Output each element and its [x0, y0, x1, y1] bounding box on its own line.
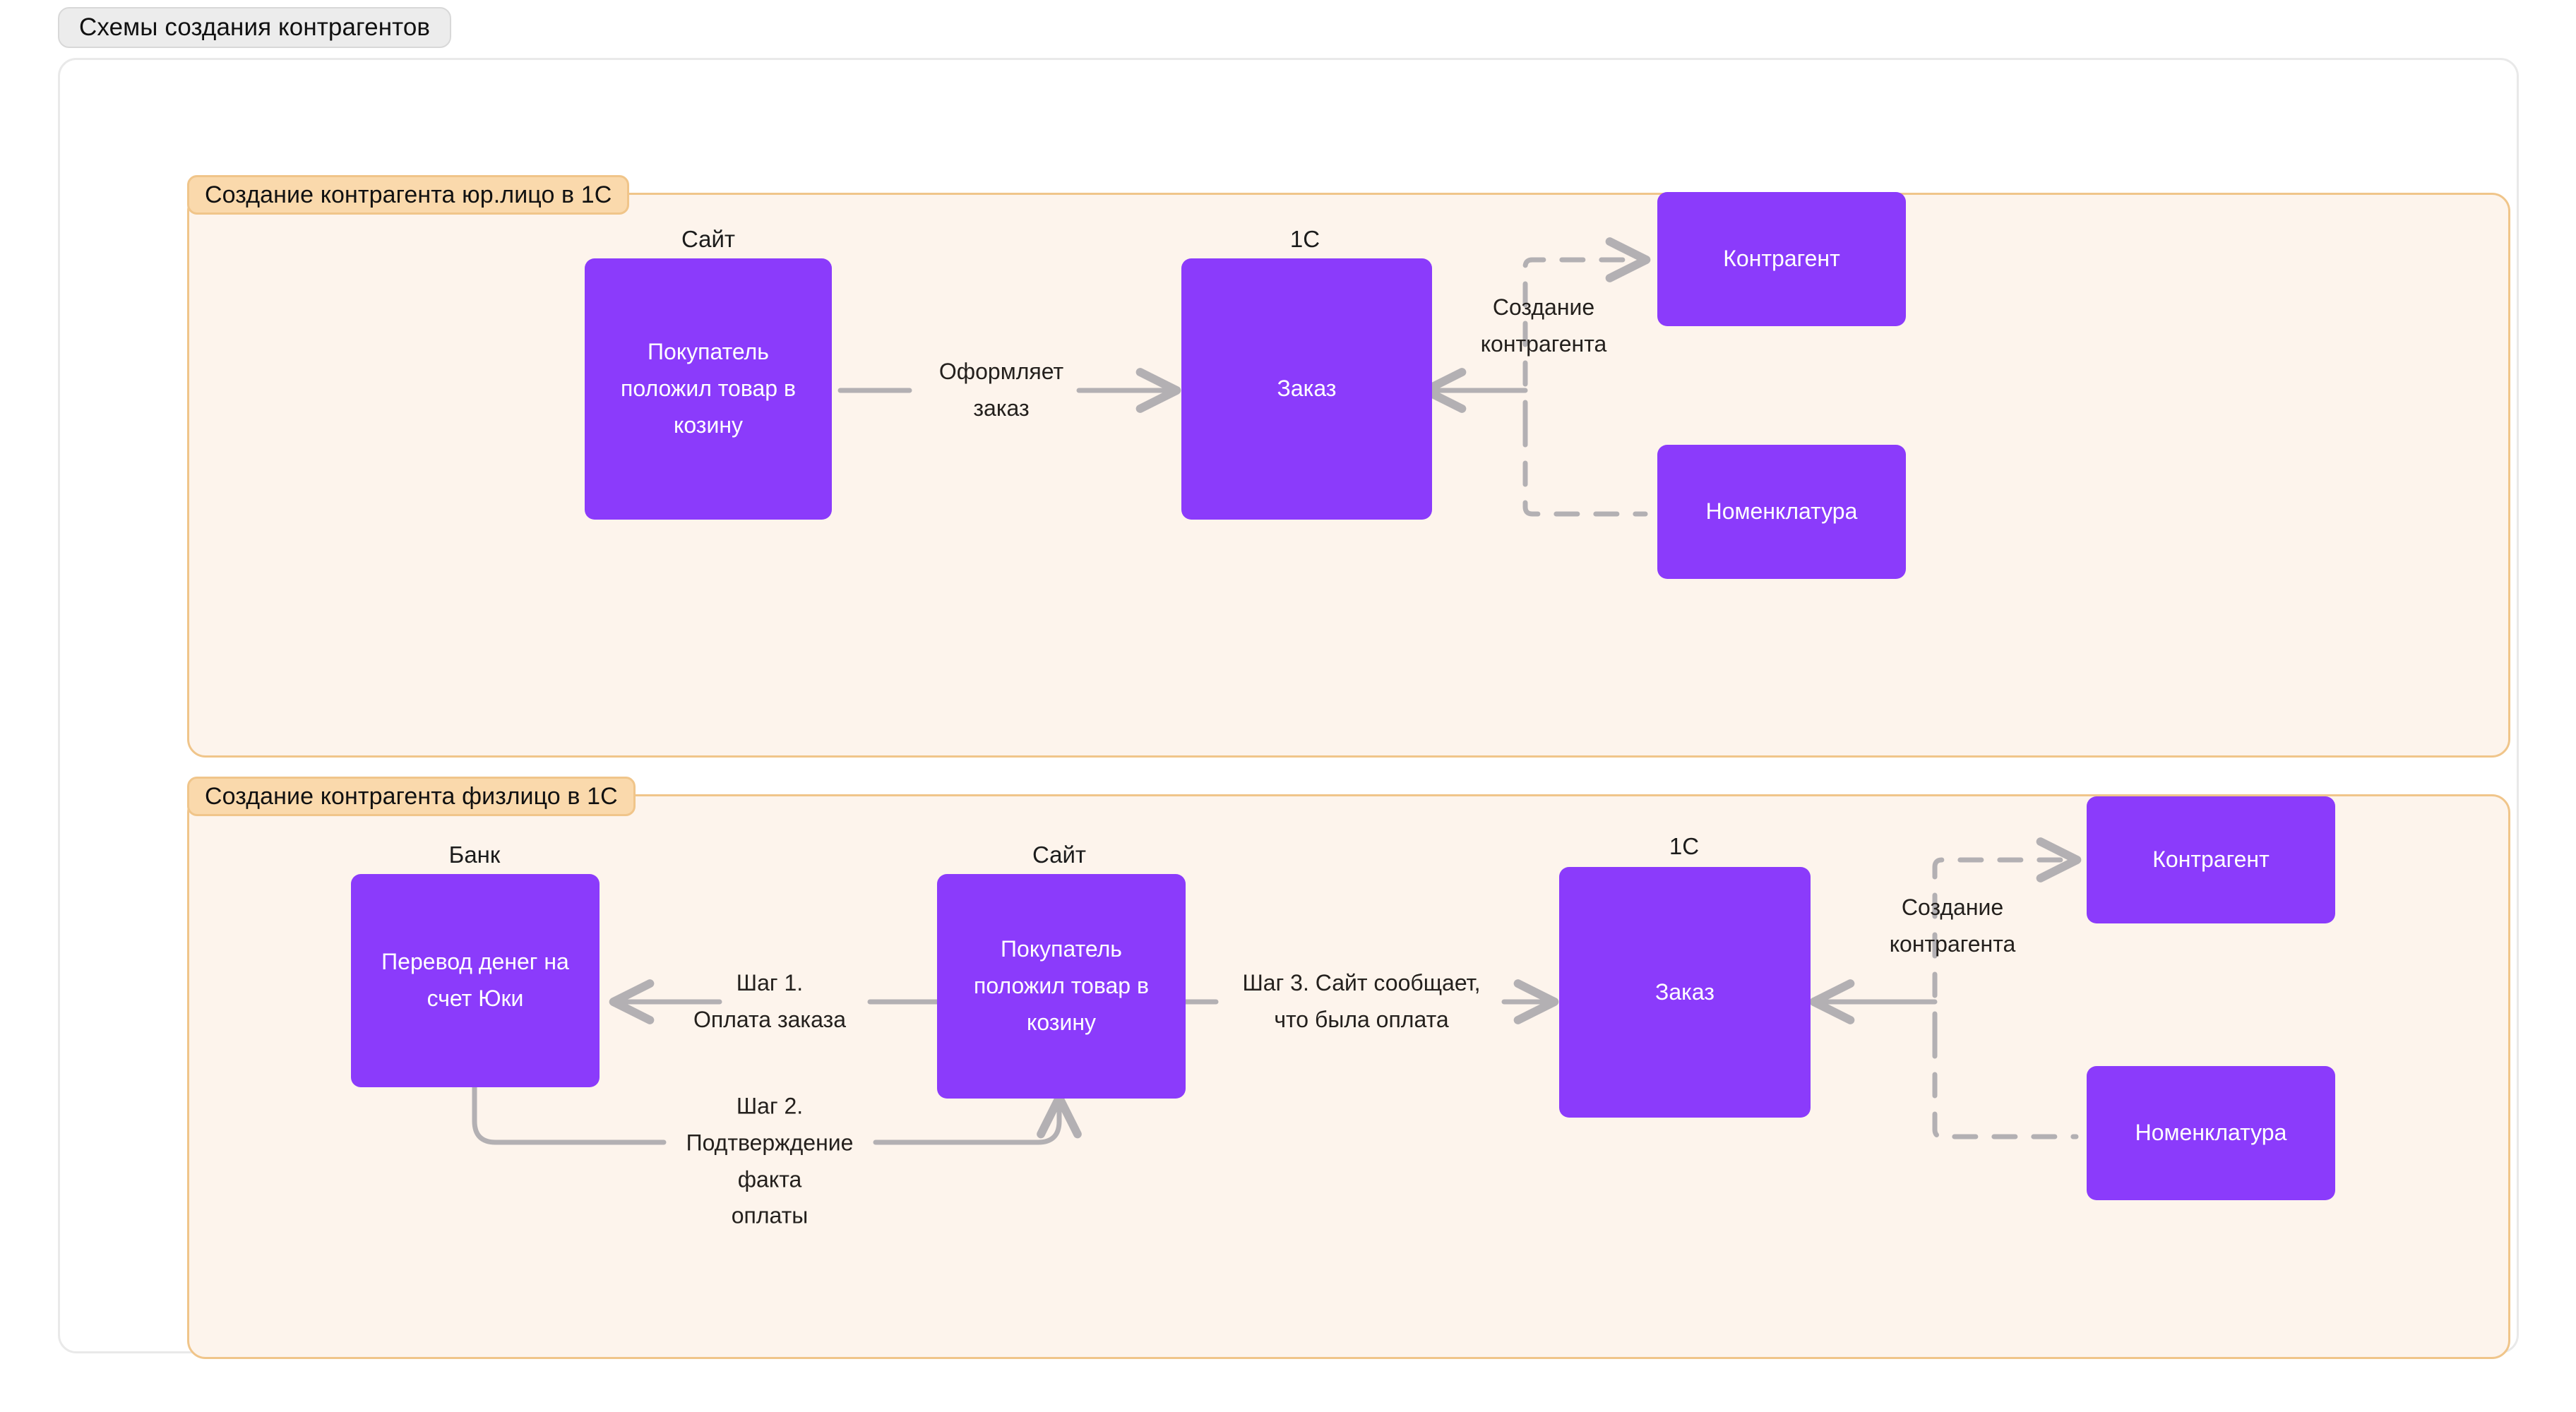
node-caption-site: Сайт	[1032, 842, 1087, 868]
node-label: Покупатель положил товар в козину	[974, 936, 1149, 1035]
group-header-label: Создание контрагента физлицо в 1С	[205, 782, 618, 810]
node-site-cart[interactable]: Покупатель положил товар в козину	[937, 874, 1186, 1099]
node-site-cart[interactable]: Покупатель положил товар в козину	[585, 258, 832, 520]
node-order[interactable]: Заказ	[1181, 258, 1432, 520]
group-header-individual[interactable]: Создание контрагента физлицо в 1С	[187, 777, 636, 816]
node-label: Заказ	[1277, 376, 1337, 402]
node-nomenklatura[interactable]: Номенклатура	[1657, 445, 1906, 579]
edge-label-sozdanie-kontragenta: Создание контрагента	[1480, 294, 1607, 357]
node-caption-1c: 1С	[1289, 226, 1320, 252]
node-caption-1c: 1С	[1669, 833, 1700, 859]
page-title-chip[interactable]: Схемы создания контрагентов	[58, 7, 452, 48]
edge-label-sozdanie-kontragenta: Создание контрагента	[1889, 895, 2016, 957]
group-header-label: Создание контрагента юр.лицо в 1С	[205, 181, 612, 208]
node-order[interactable]: Заказ	[1559, 867, 1811, 1118]
edge-label-step1-oplata-zakaza: Шаг 1. Оплата заказа	[693, 970, 847, 1032]
edge-label-oformlyaet-zakaz: Оформляет заказ	[938, 359, 1064, 421]
node-contragent[interactable]: Контрагент	[2087, 796, 2335, 923]
node-caption-site: Сайт	[681, 226, 736, 252]
node-label: Перевод денег на счет Юки	[381, 949, 569, 1011]
node-label: Номенклатура	[1705, 498, 1858, 525]
node-label: Контрагент	[2152, 846, 2270, 873]
node-bank-transfer[interactable]: Перевод денег на счет Юки	[351, 874, 600, 1087]
group-header-legal-entity[interactable]: Создание контрагента юр.лицо в 1С	[187, 175, 630, 215]
page-title-text: Схемы создания контрагентов	[79, 13, 431, 41]
node-label: Покупатель положил товар в козину	[621, 339, 796, 438]
node-contragent[interactable]: Контрагент	[1657, 192, 1906, 326]
node-caption-bank: Банк	[448, 842, 501, 868]
node-label: Контрагент	[1723, 246, 1840, 272]
node-label: Заказ	[1655, 979, 1715, 1005]
edge-label-step2-podtverzhdenie: Шаг 2. Подтверждение факта оплаты	[686, 1093, 854, 1228]
edge-label-step3-sait-soobshaet: Шаг 3. Сайт сообщает, что была оплата	[1242, 970, 1481, 1032]
node-nomenklatura[interactable]: Номенклатура	[2087, 1066, 2335, 1200]
node-label: Номенклатура	[2135, 1120, 2287, 1146]
